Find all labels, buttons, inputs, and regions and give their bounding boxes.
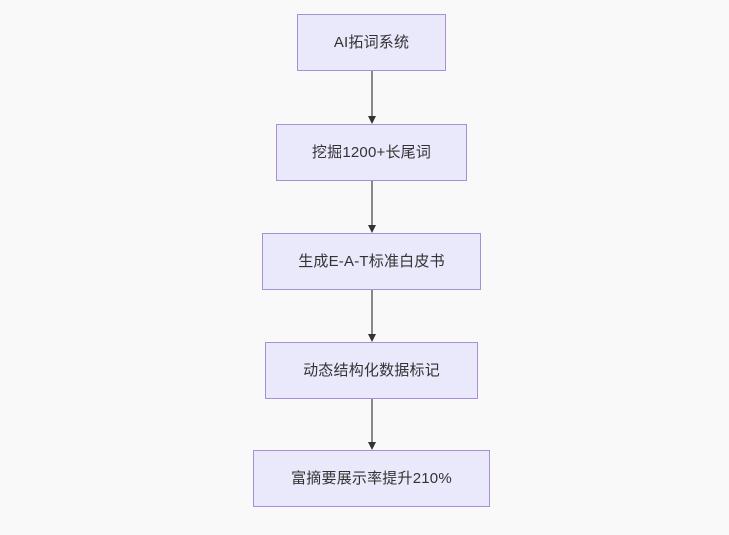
- flow-edge: [367, 71, 376, 124]
- flow-node-label: 动态结构化数据标记: [303, 361, 440, 379]
- flow-node-1[interactable]: AI拓词系统: [297, 14, 446, 71]
- flow-node-2[interactable]: 挖掘1200+长尾词: [276, 124, 467, 181]
- flow-node-label: 挖掘1200+长尾词: [311, 143, 432, 161]
- flow-edge: [367, 290, 376, 342]
- arrowhead-down-icon: [367, 334, 376, 342]
- edge-line: [371, 290, 373, 335]
- flow-node-4[interactable]: 动态结构化数据标记: [265, 342, 478, 399]
- flow-edge: [367, 398, 376, 450]
- flow-node-label: AI拓词系统: [333, 33, 410, 51]
- flow-node-label: 生成E-A-T标准白皮书: [298, 252, 445, 270]
- arrowhead-down-icon: [367, 225, 376, 233]
- edge-line: [371, 181, 373, 226]
- arrowhead-down-icon: [367, 116, 376, 124]
- edge-line: [371, 71, 373, 117]
- edge-line: [371, 398, 373, 443]
- flow-node-3[interactable]: 生成E-A-T标准白皮书: [262, 233, 481, 290]
- arrowhead-down-icon: [367, 442, 376, 450]
- flow-edge: [367, 181, 376, 233]
- flow-node-label: 富摘要展示率提升210%: [291, 469, 452, 487]
- flow-node-5[interactable]: 富摘要展示率提升210%: [253, 450, 490, 507]
